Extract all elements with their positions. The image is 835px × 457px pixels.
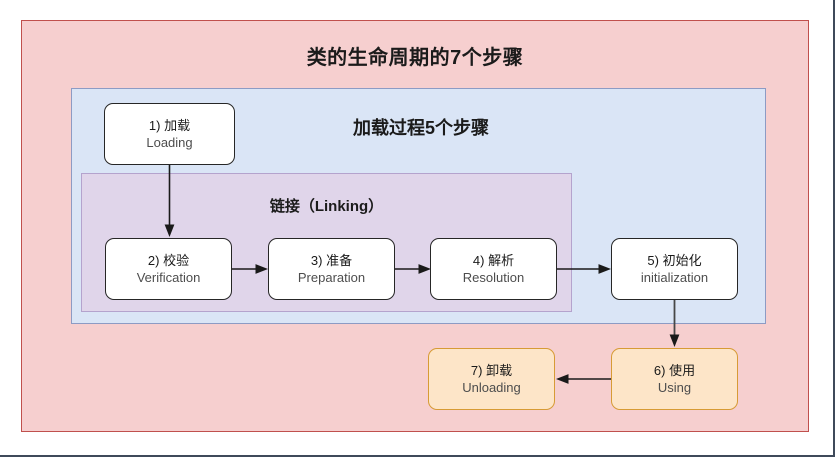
edge-verification-to-preparation: [228, 258, 272, 280]
node-using-cn: 6) 使用: [653, 363, 696, 378]
region-loading-process-label: 加载过程5个步骤: [352, 118, 489, 138]
edge-resolution-to-initialization: [553, 258, 615, 280]
node-preparation-en: Preparation: [297, 270, 366, 285]
node-initialization-en: initialization: [640, 270, 709, 285]
node-initialization[interactable]: 5) 初始化 initialization: [611, 238, 738, 300]
node-using-en: Using: [657, 380, 692, 395]
node-loading-en: Loading: [146, 135, 193, 150]
node-preparation-cn: 3) 准备: [310, 253, 353, 268]
edge-initialization-to-using: [660, 296, 690, 352]
diagram-title: 类的生命周期的7个步骤: [306, 47, 524, 69]
node-verification-en: Verification: [136, 270, 201, 285]
edge-preparation-to-resolution: [391, 258, 435, 280]
node-preparation[interactable]: 3) 准备 Preparation: [268, 238, 395, 300]
edge-using-to-unloading: [551, 368, 615, 390]
node-unloading-cn: 7) 卸载: [470, 363, 513, 378]
node-loading[interactable]: 1) 加载 Loading: [104, 103, 235, 165]
region-linking-label: 链接（Linking）: [269, 198, 384, 215]
page-border-bottom: [0, 455, 835, 457]
node-unloading[interactable]: 7) 卸载 Unloading: [428, 348, 555, 410]
edge-loading-to-verification: [155, 160, 185, 242]
node-loading-cn: 1) 加载: [148, 118, 191, 133]
node-resolution-cn: 4) 解析: [472, 253, 515, 268]
node-initialization-cn: 5) 初始化: [647, 253, 702, 268]
node-resolution[interactable]: 4) 解析 Resolution: [430, 238, 557, 300]
node-verification[interactable]: 2) 校验 Verification: [105, 238, 232, 300]
node-verification-cn: 2) 校验: [147, 253, 190, 268]
node-using[interactable]: 6) 使用 Using: [611, 348, 738, 410]
node-resolution-en: Resolution: [462, 270, 525, 285]
node-unloading-en: Unloading: [462, 380, 521, 395]
page-border-right: [833, 0, 835, 457]
